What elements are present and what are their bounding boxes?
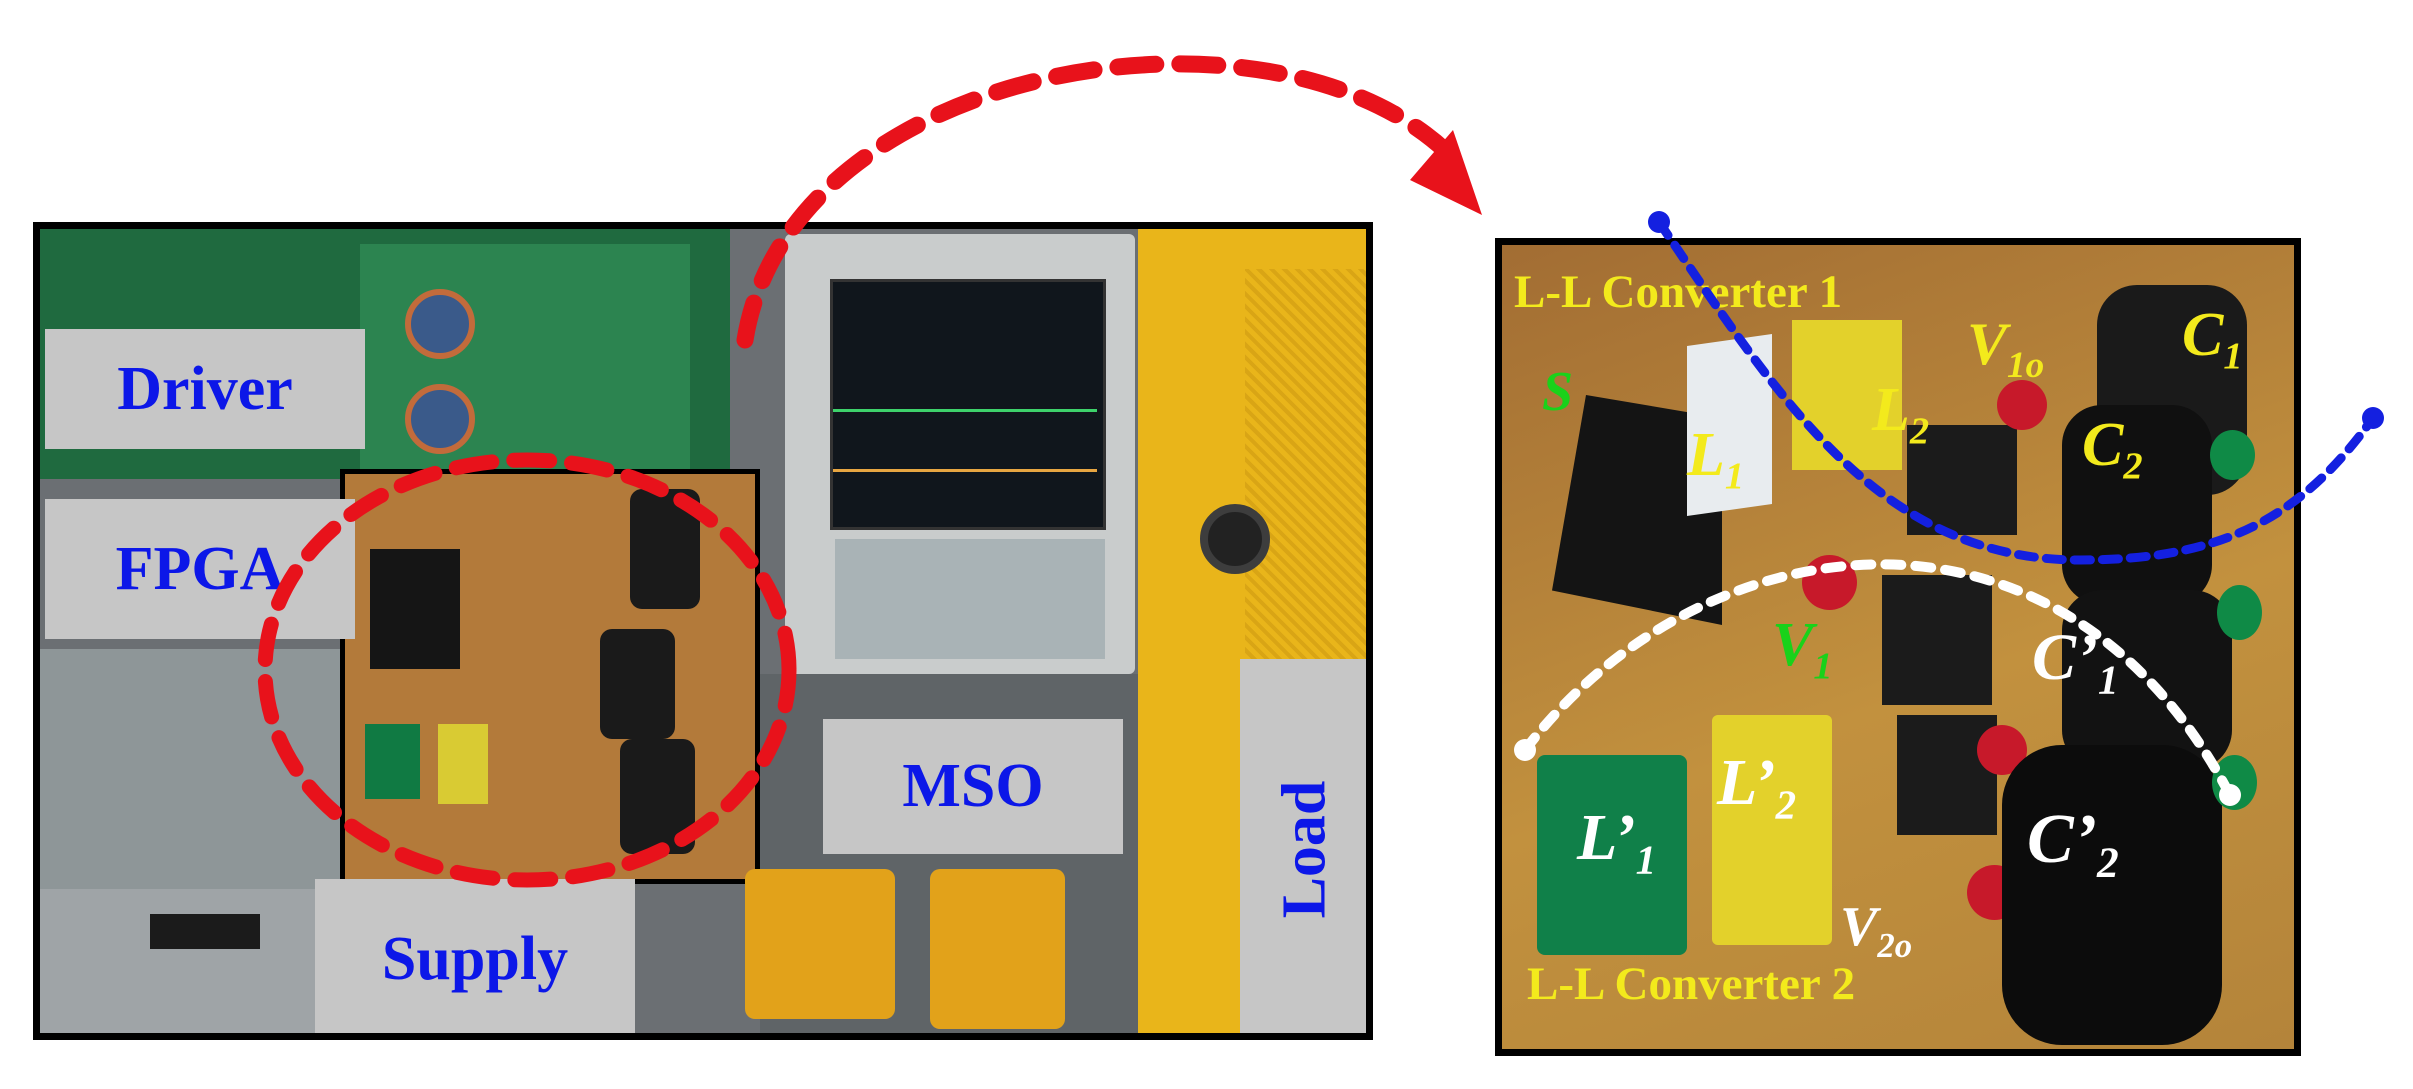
supply-display [150,914,260,949]
c2-label-base: C [2082,411,2124,479]
v2o-label-sub: 2o [1877,926,1913,966]
cp1-label-base: C’ [2032,621,2098,694]
capacitor-bottom [620,739,695,854]
driver-pcb-trace-area [360,244,690,474]
blue-boundary-end-left [1648,211,1670,233]
mso-label: MSO [823,719,1123,854]
cp1-label: C’1 [2032,620,2118,703]
v1o-label-base: V [1967,311,2008,377]
l2-label-base: L [1872,376,1910,444]
terminal-green-2 [2217,585,2262,640]
switch-s-label: S [1542,361,1574,423]
l2-label-sub: 2 [1909,410,1930,453]
green-inductor [365,724,420,799]
l2-label: L2 [1872,375,1929,453]
lp1-label: L’1 [1577,800,1656,883]
terminal-green-3 [2212,755,2257,810]
cp2-label-sub: 2 [2097,839,2119,888]
lp1-label-base: L’ [1577,801,1636,874]
l1-label-sub: 1 [1724,455,1745,498]
lp1-label-sub: 1 [1635,837,1657,883]
inductor-coil-bottom [405,384,475,454]
v2o-label-base: V [1840,896,1878,958]
multimeter-2 [930,869,1065,1029]
load-label: Load [1240,659,1366,1033]
driver-label: Driver [45,329,365,449]
terminal-red-1 [1997,380,2047,430]
scope-controls [835,539,1105,659]
v2o-label: V2o [1840,895,1912,966]
multimeter-1 [745,869,895,1019]
fpga-label-text: FPGA [115,534,285,603]
supply-label-text: Supply [381,924,569,993]
lp2-label-sub: 2 [1775,782,1797,828]
heatsink-lower [1882,575,1992,705]
c1-label: C1 [2182,300,2243,378]
blue-boundary-end-right [2362,407,2384,429]
v1o-label-sub: 1o [2007,345,2045,387]
capacitor-middle [600,629,675,739]
supply-label: Supply [315,879,635,1033]
terminal-red-v1 [1802,555,1857,610]
c2-label-sub: 2 [2123,445,2143,488]
lp2-label-base: L’ [1717,746,1776,819]
l1-label: L1 [1687,420,1744,498]
cp1-label-sub: 1 [2098,657,2119,703]
v1o-label: V1o [1967,310,2044,387]
converter-board-closeup: L-L Converter 1 S L1 L2 V1o C1 C2 V1 C’1… [1495,238,2301,1056]
l1-label-base: L [1687,421,1725,489]
c1-label-sub: 1 [2223,335,2243,378]
converter2-label: L-L Converter 2 [1527,958,1856,1010]
v1-label-base: V [1772,611,1814,679]
load-label-text: Load [1270,780,1339,918]
scope-trace-orange [833,469,1097,472]
c1-label-base: C [2182,301,2224,369]
arrow-head [1410,130,1482,215]
lp2-label: L’2 [1717,745,1796,828]
cp2-label: C’2 [2027,800,2119,888]
scope-trace-green [833,409,1097,412]
cp2-label-base: C’ [2027,801,2097,878]
v1-label: V1 [1772,610,1833,688]
oscilloscope-screen [830,279,1106,530]
inductor-coil-top [405,289,475,359]
fpga-label: FPGA [45,499,355,639]
fpga-bench [40,649,340,889]
experimental-setup-photo: Driver FPGA Supply MSO Load [33,222,1373,1040]
converter1-label: L-L Converter 1 [1514,266,1843,318]
mso-label-text: MSO [902,752,1044,820]
heatsink [370,549,460,669]
supply-unit [40,889,340,1033]
load-knob [1200,504,1270,574]
v1-label-sub: 1 [1813,645,1833,688]
driver-label-text: Driver [117,354,293,423]
c2-label: C2 [2082,410,2143,488]
capacitor-top [630,489,700,609]
terminal-green-1 [2210,430,2255,480]
capacitor-cp2 [2002,745,2222,1045]
yellow-inductor [438,724,488,804]
